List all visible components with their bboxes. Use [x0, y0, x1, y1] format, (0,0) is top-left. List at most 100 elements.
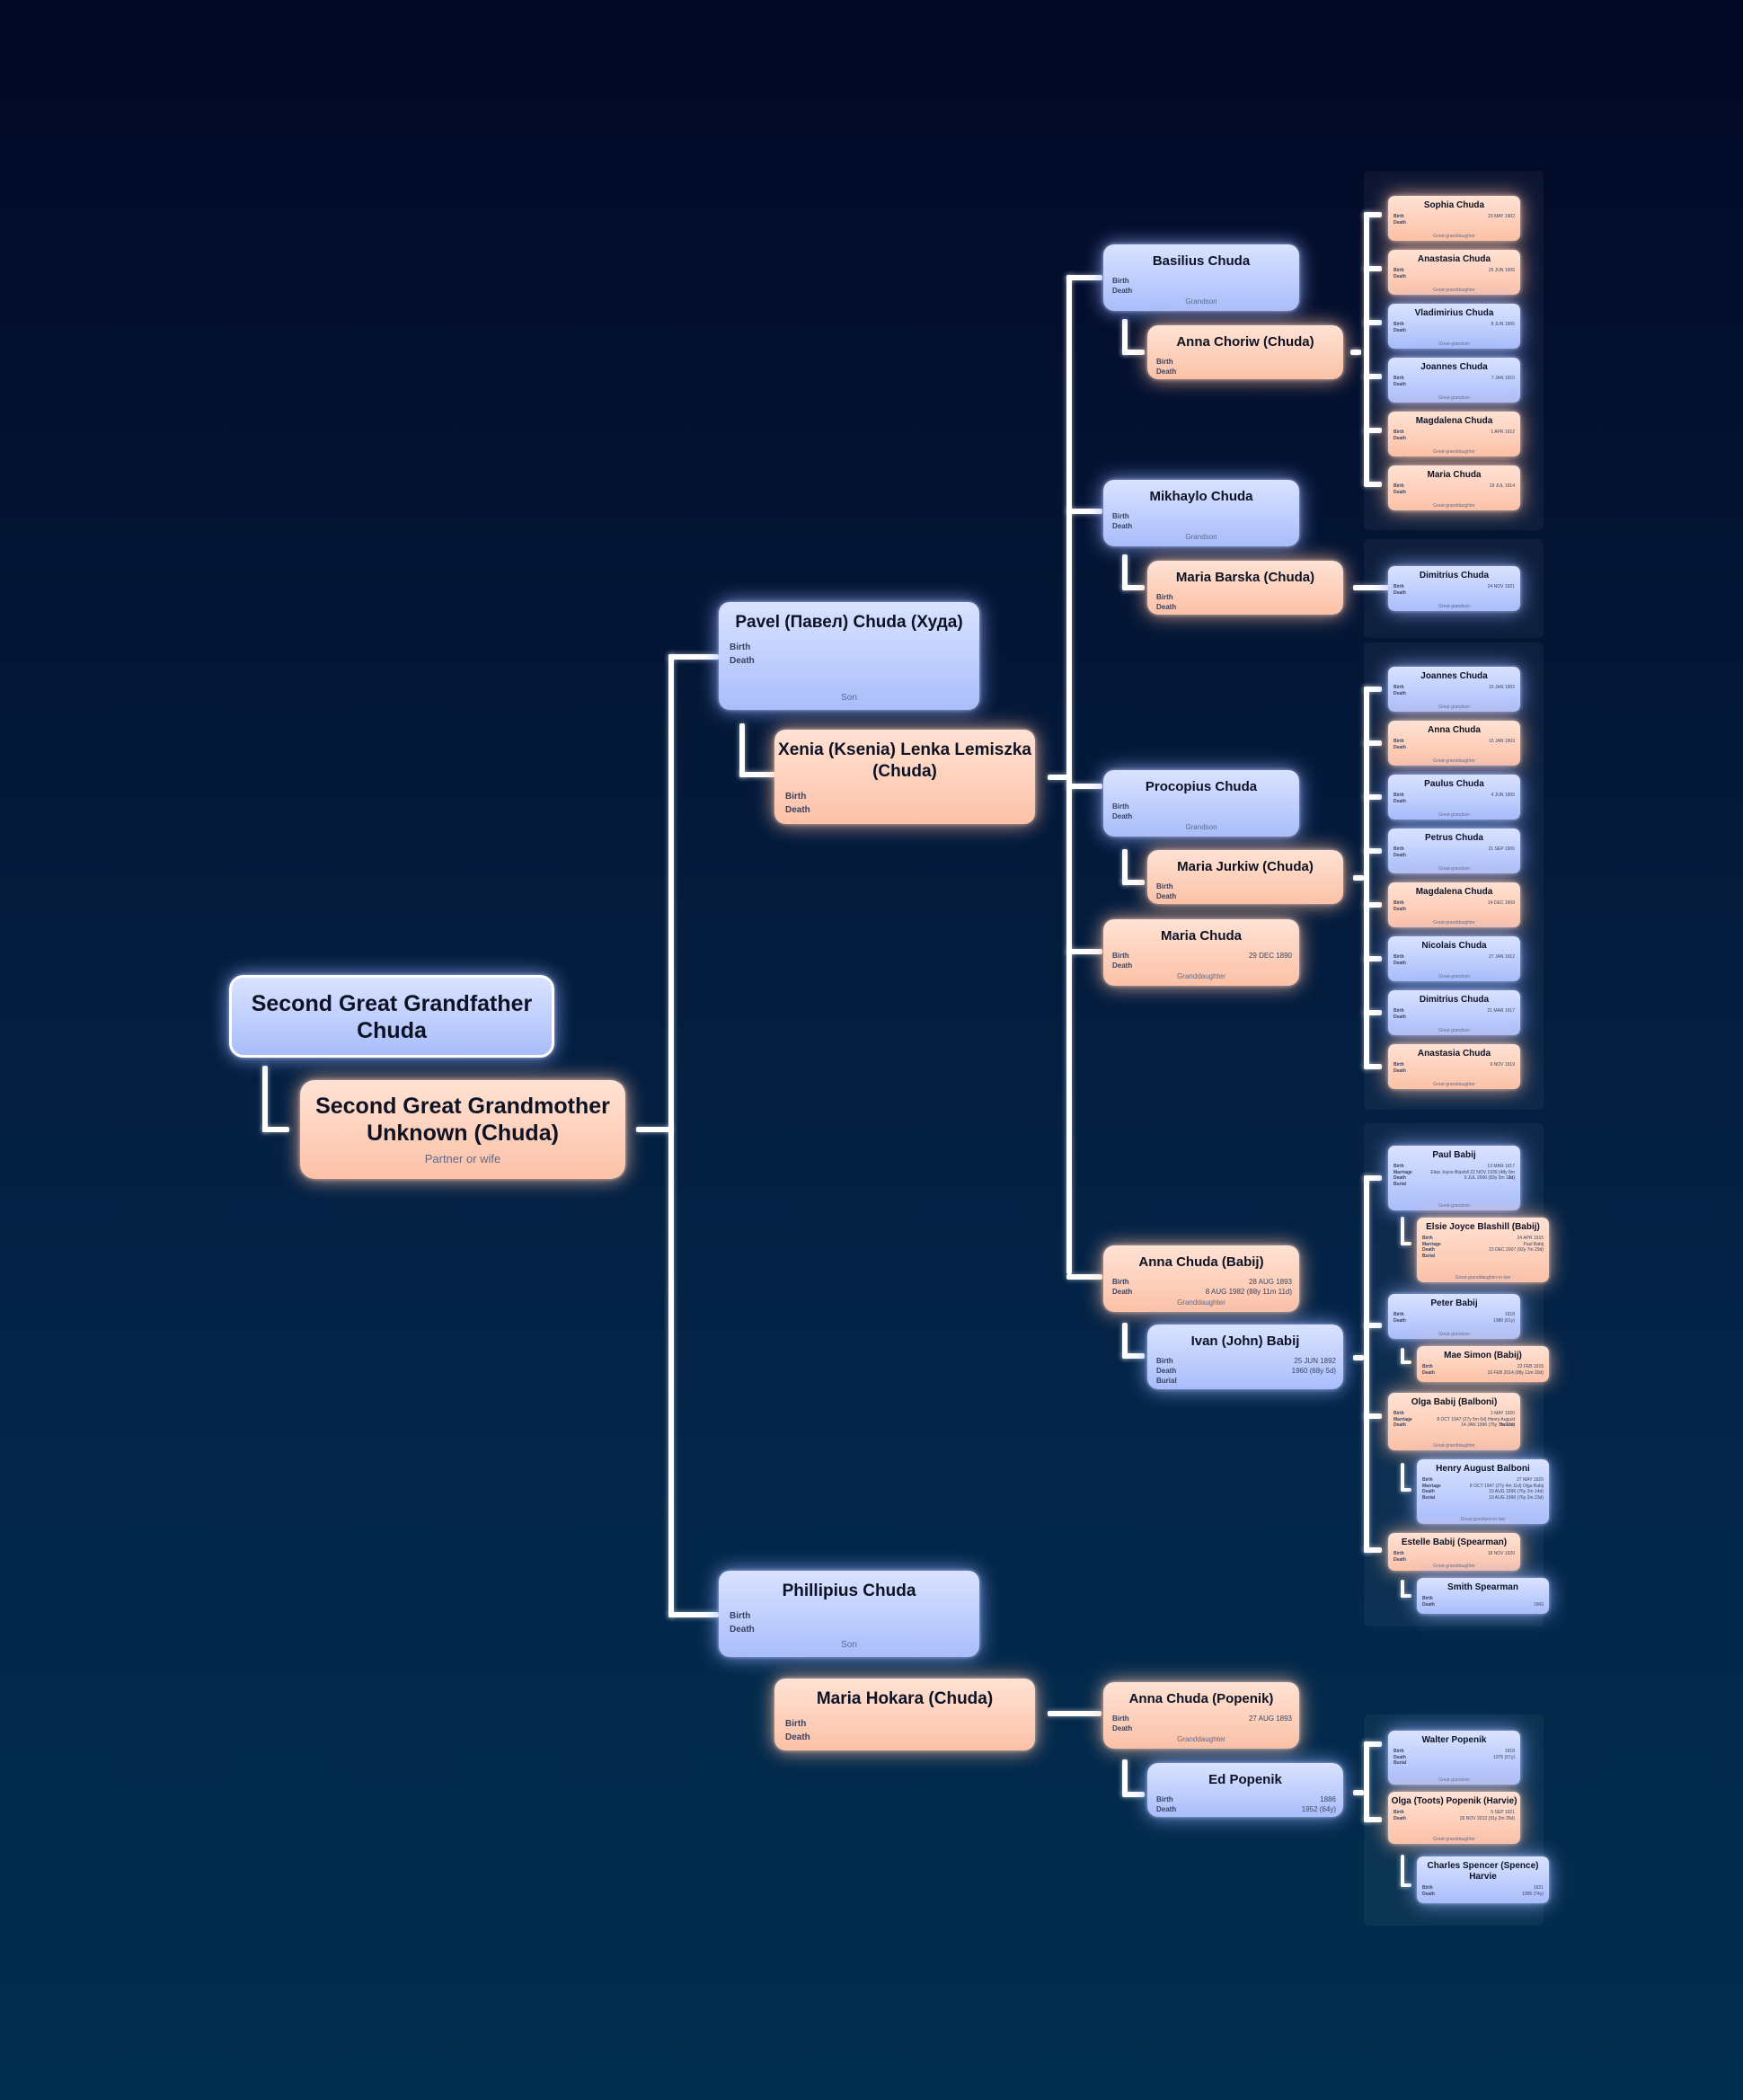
connector-line	[739, 772, 775, 777]
connector-line	[1364, 374, 1382, 379]
connector-line	[1364, 266, 1382, 271]
person-role: Great-granddaughter	[1433, 503, 1475, 509]
person-card-xenia[interactable]: Xenia (Ksenia) Lenka Lemiszka (Chuda)Bir…	[774, 730, 1035, 824]
field-label-death: Death	[1394, 489, 1406, 495]
field-label-death: Death	[1394, 273, 1406, 279]
person-name: Xenia (Ksenia) Lenka Lemiszka (Chuda)	[778, 740, 1031, 781]
field-label-death: Death	[1422, 1369, 1435, 1376]
person-role: Great-grandson	[1438, 1777, 1471, 1783]
connector-line	[1364, 212, 1382, 217]
person-role: Grandson	[1185, 533, 1217, 541]
connector-line	[1401, 1488, 1411, 1492]
field-label-marriage: Marriage	[1394, 1416, 1412, 1422]
field-label-birth: Birth	[1394, 1551, 1404, 1556]
person-card-sgf[interactable]: Second Great Grandfather Chuda	[229, 975, 554, 1058]
field-label-birth: Birth	[1394, 954, 1404, 960]
person-role: Great-grandson	[1438, 974, 1471, 979]
person-name: Petrus Chuda	[1424, 833, 1483, 843]
connector-line	[1364, 794, 1382, 800]
field-label-birth: Birth	[1422, 1885, 1433, 1891]
field-label-death: Death	[1394, 744, 1406, 750]
person-role: Granddaughter	[1177, 1298, 1225, 1307]
field-label-death: Death	[1156, 368, 1177, 376]
field-value-birth: 1 APR 1912	[1491, 430, 1515, 435]
person-name: Elsie Joyce Blashill (Babij)	[1426, 1222, 1540, 1232]
field-value-death: 1960	[1533, 1601, 1544, 1608]
field-label-death: Death	[1394, 435, 1406, 441]
field-value-death: 1995 (74y)	[1522, 1891, 1544, 1897]
connector-line	[1122, 1792, 1145, 1797]
field-value-death: 14 JAN 1996 (75y 7m 12d)	[1461, 1422, 1515, 1428]
field-label-birth: Birth	[1394, 1810, 1404, 1815]
connector-line	[668, 1612, 719, 1617]
field-label-death: Death	[1112, 1288, 1133, 1296]
connector-line	[1364, 1741, 1369, 1822]
field-label-death: Death	[1112, 812, 1133, 820]
connector-line	[1353, 875, 1364, 881]
field-label-birth: Birth	[1422, 1364, 1433, 1369]
connector-line	[739, 723, 745, 777]
person-role: Great-grandson-in-law	[1460, 1517, 1506, 1522]
person-role: Great-granddaughter	[1433, 288, 1475, 293]
person-name: Procopius Chuda	[1145, 779, 1258, 794]
field-label-birth: Birth	[1112, 512, 1129, 520]
connector-line	[1364, 687, 1382, 692]
field-label-death: Death	[1156, 892, 1177, 900]
connector-line	[636, 1127, 672, 1132]
field-value-birth: 25 JUN 1905	[1488, 268, 1515, 273]
field-label-burial: Burial	[1156, 1377, 1177, 1385]
person-card-sgm[interactable]: Second Great Grandmother Unknown (Chuda)…	[300, 1080, 625, 1179]
field-label-birth: Birth	[1394, 793, 1404, 798]
person-name: Ed Popenik	[1208, 1772, 1282, 1787]
field-label-birth: Birth	[1112, 1715, 1129, 1723]
field-label-birth: Birth	[1394, 1411, 1404, 1416]
connector-line	[262, 1066, 268, 1132]
field-value-birth: 21 MAR 1917	[1487, 1008, 1515, 1014]
person-name: Anna Chuda (Popenik)	[1128, 1691, 1274, 1706]
connector-line	[1364, 1547, 1382, 1553]
field-value-birth: 1921	[1533, 1885, 1544, 1891]
field-value-marriage: 8 OCT 1947 (27y 4m 11d) Olga Babij	[1469, 1483, 1544, 1489]
connector-line	[1364, 848, 1382, 854]
